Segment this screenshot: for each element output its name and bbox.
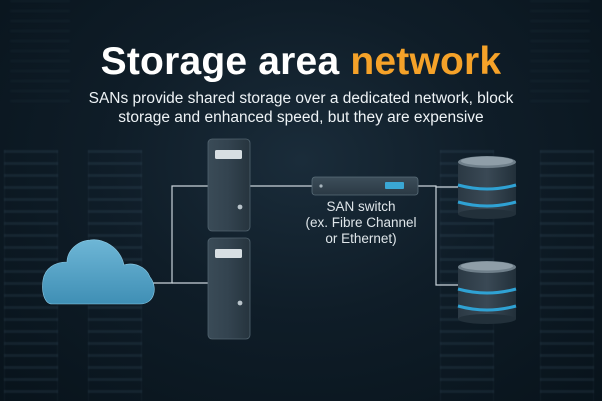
switch-label: SAN switch (ex. Fibre Channel or Etherne… bbox=[296, 199, 426, 247]
database-icon bbox=[457, 156, 517, 219]
diagram-subtitle: SANs provide shared storage over a dedic… bbox=[0, 89, 602, 127]
subtitle-line-2: storage and enhanced speed, but they are… bbox=[118, 109, 484, 126]
database-icon bbox=[457, 261, 517, 324]
cloud-icon bbox=[42, 239, 155, 305]
server-icon bbox=[207, 138, 251, 232]
title-highlight: network bbox=[350, 40, 502, 83]
switch-label-line-1: SAN switch bbox=[326, 199, 396, 214]
switch-to-storage-line bbox=[418, 185, 458, 188]
network-switch-icon bbox=[311, 176, 419, 196]
connection-lines bbox=[153, 185, 458, 286]
background-rack bbox=[530, 0, 590, 110]
switch-label-line-2: (ex. Fibre Channel bbox=[305, 215, 417, 230]
background-rack bbox=[10, 0, 70, 110]
server-icon bbox=[207, 237, 251, 340]
switch-label-line-3: or Ethernet) bbox=[325, 231, 397, 246]
background-rack bbox=[540, 150, 594, 401]
switch-to-storage-2-line bbox=[435, 187, 458, 286]
title-text: Storage area bbox=[100, 40, 340, 83]
diagram-title: Storage area network bbox=[0, 40, 602, 84]
subtitle-line-1: SANs provide shared storage over a dedic… bbox=[88, 90, 514, 107]
cloud-to-server-line bbox=[153, 185, 208, 284]
